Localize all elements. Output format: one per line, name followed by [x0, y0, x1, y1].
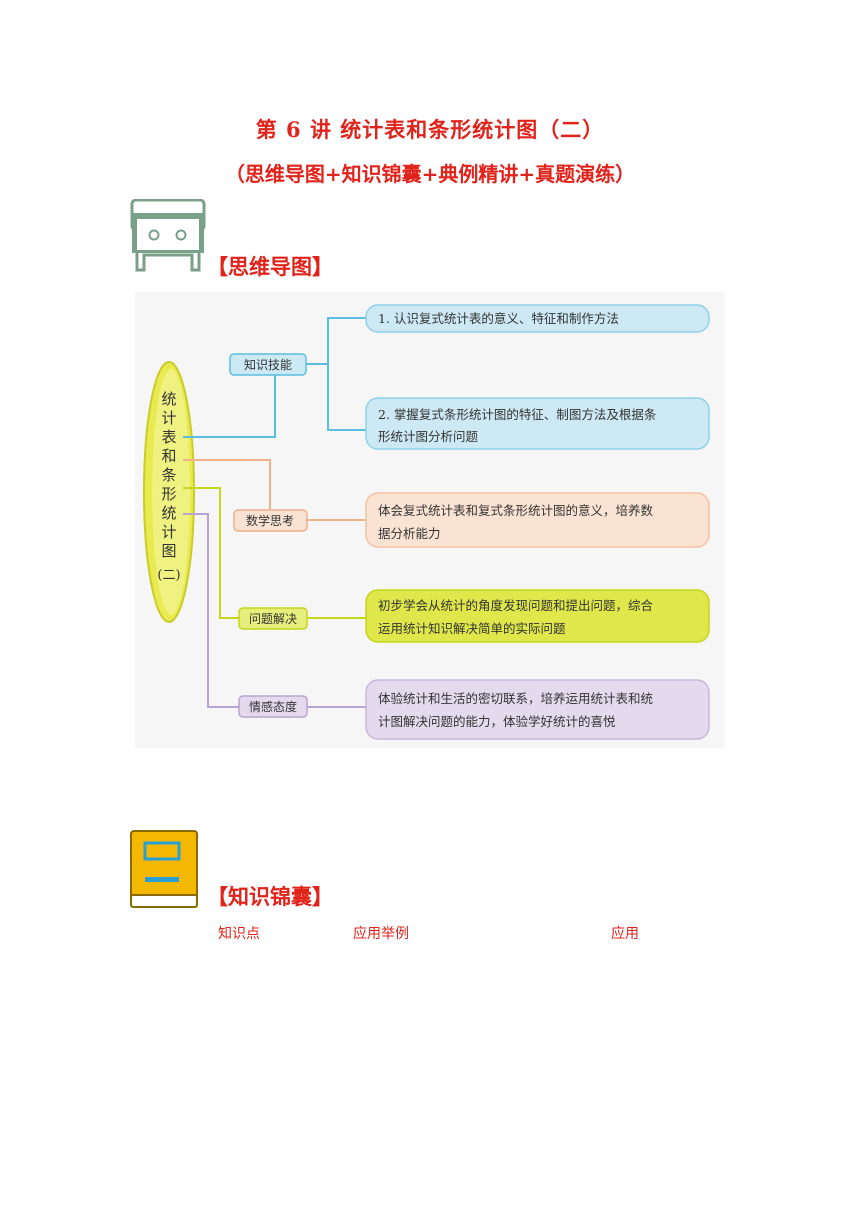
mindmap-center-char: 计 [161, 409, 176, 427]
mindmap-center-char: 形 [161, 485, 176, 503]
mindmap-item-solving: 初步学会从统计的角度发现问题和提出问题，综合 运用统计知识解决简单的实际问题 [365, 589, 710, 643]
svg-text:数学思考: 数学思考 [246, 513, 294, 528]
mindmap-item-skills-2: 2. 掌握复式条形统计图的特征、制图方法及根据条 形统计图分析问题 [365, 397, 710, 450]
svg-text:计图解决问题的能力，体验学好统计的喜悦: 计图解决问题的能力，体验学好统计的喜悦 [378, 714, 616, 729]
mindmap-item-attitude: 体验统计和生活的密切联系，培养运用统计表和统 计图解决问题的能力，体验学好统计的… [365, 679, 710, 740]
mindmap-center-char: 统 [161, 390, 176, 408]
svg-text:体会复式统计表和复式条形统计图的意义，培养数: 体会复式统计表和复式条形统计图的意义，培养数 [378, 503, 654, 518]
mindmap-center-char: 表 [161, 428, 176, 446]
svg-text:知识技能: 知识技能 [244, 358, 292, 372]
mindmap-center-char: 条 [161, 466, 176, 484]
mindmap-center-char: (二) [157, 568, 180, 583]
table-header-example: 应用举例 [353, 926, 409, 942]
svg-text:初步学会从统计的角度发现问题和提出问题，综合: 初步学会从统计的角度发现问题和提出问题，综合 [378, 598, 654, 613]
branch-label-thinking: 数学思考 [233, 509, 308, 532]
mindmap-center-char: 统 [161, 504, 176, 522]
mindmap-heading: 【思维导图】 [207, 254, 333, 279]
svg-text:据分析能力: 据分析能力 [378, 526, 441, 541]
page-subtitle: （思维导图+知识锦囊+典例精讲+真题演练） [224, 162, 636, 186]
branch-label-skills: 知识技能 [229, 353, 307, 376]
svg-text:1. 认识复式统计表的意义、特征和制作方法: 1. 认识复式统计表的意义、特征和制作方法 [378, 311, 619, 326]
mindmap-center [143, 361, 195, 623]
table-header-knowledge-point: 知识点 [218, 926, 260, 942]
svg-text:问题解决: 问题解决 [249, 612, 297, 626]
svg-text:2. 掌握复式条形统计图的特征、制图方法及根据条: 2. 掌握复式条形统计图的特征、制图方法及根据条 [378, 407, 657, 422]
book-icon [129, 829, 201, 915]
svg-text:体验统计和生活的密切联系，培养运用统计表和统: 体验统计和生活的密切联系，培养运用统计表和统 [378, 691, 653, 706]
mindmap-item-thinking: 体会复式统计表和复式条形统计图的意义，培养数 据分析能力 [365, 492, 710, 548]
svg-text:形统计图分析问题: 形统计图分析问题 [378, 429, 479, 444]
page-title: 第 6 讲 统计表和条形统计图（二） [255, 117, 605, 142]
mind-map: 统计表和条形统计图(二) 知识技能 数学思考 问题解决 [135, 292, 725, 748]
mindmap-center-char: 计 [161, 523, 176, 541]
cabinet-icon [129, 198, 207, 277]
knowledge-heading: 【知识锦囊】 [207, 884, 333, 909]
table-header-application: 应用 [611, 926, 639, 942]
branch-label-solving: 问题解决 [238, 607, 308, 630]
svg-text:运用统计知识解决简单的实际问题: 运用统计知识解决简单的实际问题 [378, 621, 566, 636]
branch-label-attitude: 情感态度 [238, 695, 308, 718]
mindmap-center-char: 图 [161, 542, 176, 560]
mindmap-item-skills-1: 1. 认识复式统计表的意义、特征和制作方法 [365, 304, 710, 333]
svg-text:情感态度: 情感态度 [249, 699, 297, 714]
mindmap-center-char: 和 [161, 447, 176, 465]
